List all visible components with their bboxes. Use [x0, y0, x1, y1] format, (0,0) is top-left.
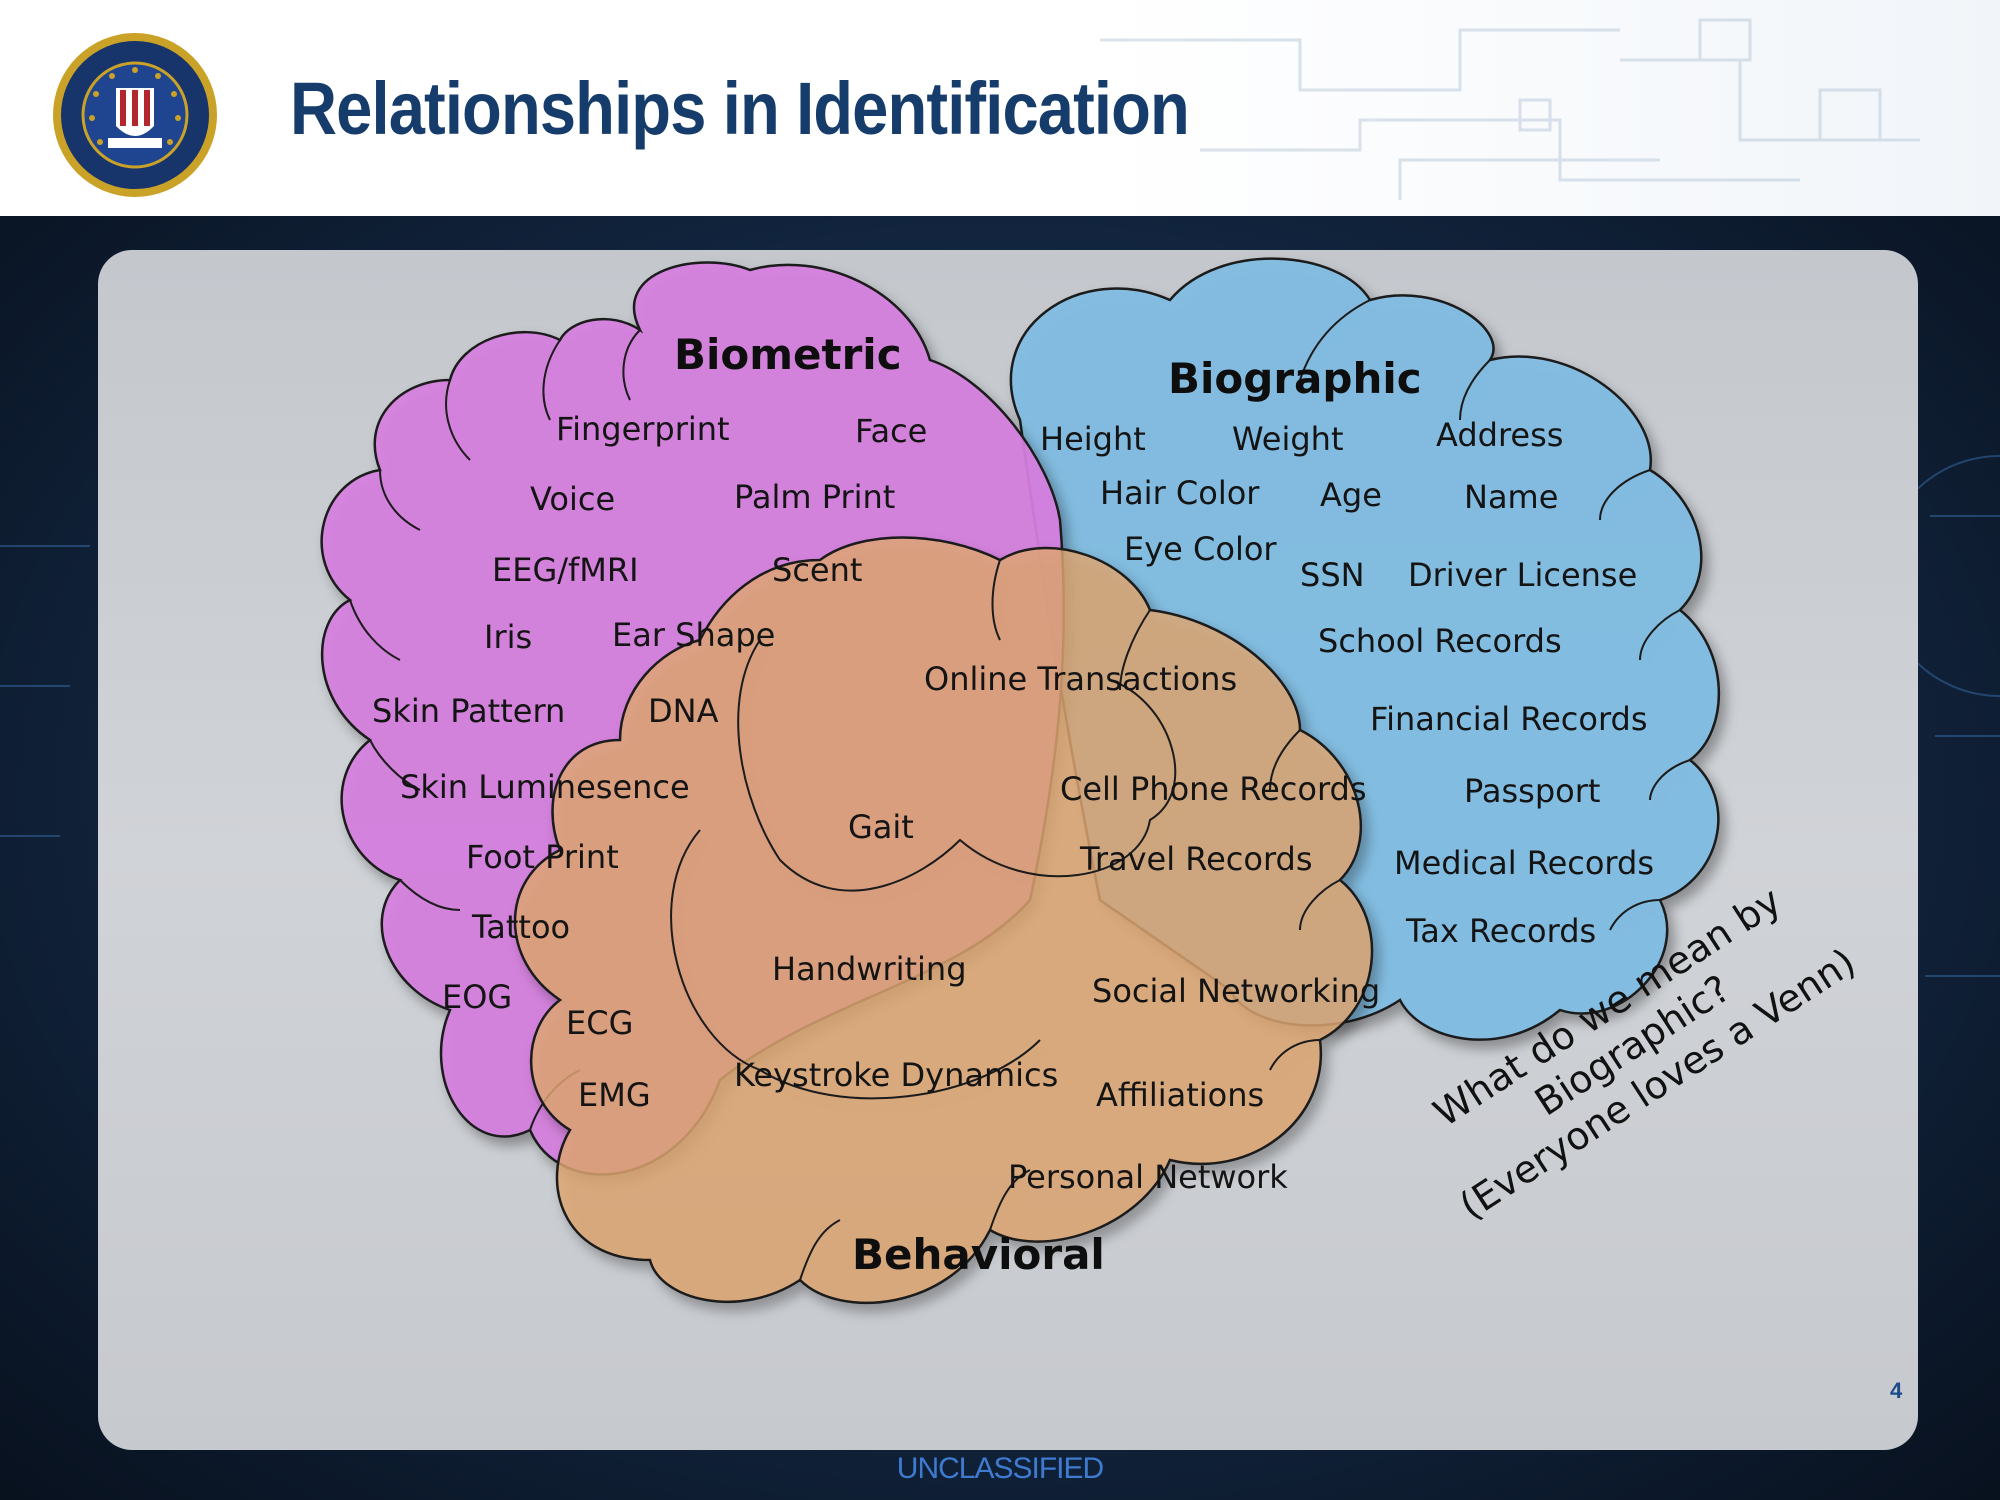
biometric-item-emg: EMG	[578, 1076, 651, 1114]
behavioral-item-travel-records: Travel Records	[1080, 840, 1313, 878]
behavioral-item-handwriting: Handwriting	[772, 950, 967, 988]
fbi-seal-icon	[53, 33, 217, 197]
slide-title: Relationships in Identification	[290, 67, 1190, 150]
biographic-item-eye-color: Eye Color	[1124, 530, 1277, 568]
classification-marking: UNCLASSIFIED	[896, 1452, 1104, 1485]
biographic-item-name: Name	[1464, 478, 1559, 516]
circuit-pattern	[1100, 18, 1920, 200]
behavioral-item-online-transactions: Online Transactions	[924, 660, 1238, 698]
behavioral-item-affiliations: Affiliations	[1096, 1076, 1265, 1114]
biographic-item-driver-license: Driver License	[1408, 556, 1638, 594]
biographic-item-medical-records: Medical Records	[1394, 844, 1654, 882]
biometric-item-skin-pattern: Skin Pattern	[372, 692, 566, 730]
biographic-item-hair-color: Hair Color	[1100, 474, 1260, 512]
behavioral-item-social-networking: Social Networking	[1092, 972, 1381, 1010]
biometric-item-skin-luminesence: Skin Luminesence	[400, 768, 690, 806]
behavioral-item-cell-phone-records: Cell Phone Records	[1060, 770, 1367, 808]
biometric-item-dna: DNA	[648, 692, 719, 730]
behavioral-heading: Behavioral	[852, 1230, 1105, 1279]
biometric-item-foot-print: Foot Print	[466, 838, 619, 876]
biographic-item-address: Address	[1436, 416, 1564, 454]
biometric-item-scent: Scent	[772, 551, 863, 589]
biographic-item-financial-records: Financial Records	[1370, 700, 1648, 738]
biometric-item-tattoo: Tattoo	[472, 908, 571, 946]
biometric-item-ecg: ECG	[566, 1004, 634, 1042]
biographic-item-school-records: School Records	[1318, 622, 1562, 660]
biographic-heading: Biographic	[1168, 354, 1422, 403]
biometric-heading: Biometric	[674, 330, 902, 379]
behavioral-item-keystroke-dynamics: Keystroke Dynamics	[734, 1056, 1059, 1094]
biographic-item-ssn: SSN	[1300, 556, 1365, 594]
page-number: 4	[1890, 1378, 1903, 1403]
behavioral-item-gait: Gait	[848, 808, 914, 846]
behavioral-cloud	[513, 536, 1374, 1305]
biographic-item-tax-records: Tax Records	[1406, 912, 1597, 950]
slide-header: Relationships in Identification	[0, 0, 2000, 216]
biometric-item-fingerprint: Fingerprint	[556, 410, 730, 448]
biometric-item-ear-shape: Ear Shape	[612, 616, 776, 654]
biometric-item-eeg-fmri: EEG/fMRI	[492, 551, 639, 589]
biographic-item-passport: Passport	[1464, 772, 1601, 810]
biometric-item-eog: EOG	[442, 978, 513, 1016]
behavioral-item-personal-network: Personal Network	[1008, 1158, 1288, 1196]
biometric-item-voice: Voice	[530, 480, 616, 518]
biographic-item-height: Height	[1040, 420, 1146, 458]
biometric-item-face: Face	[855, 412, 928, 450]
biometric-item-palm-print: Palm Print	[734, 478, 896, 516]
biometric-item-iris: Iris	[484, 618, 533, 656]
biographic-item-weight: Weight	[1232, 420, 1344, 458]
biographic-item-age: Age	[1320, 476, 1382, 514]
